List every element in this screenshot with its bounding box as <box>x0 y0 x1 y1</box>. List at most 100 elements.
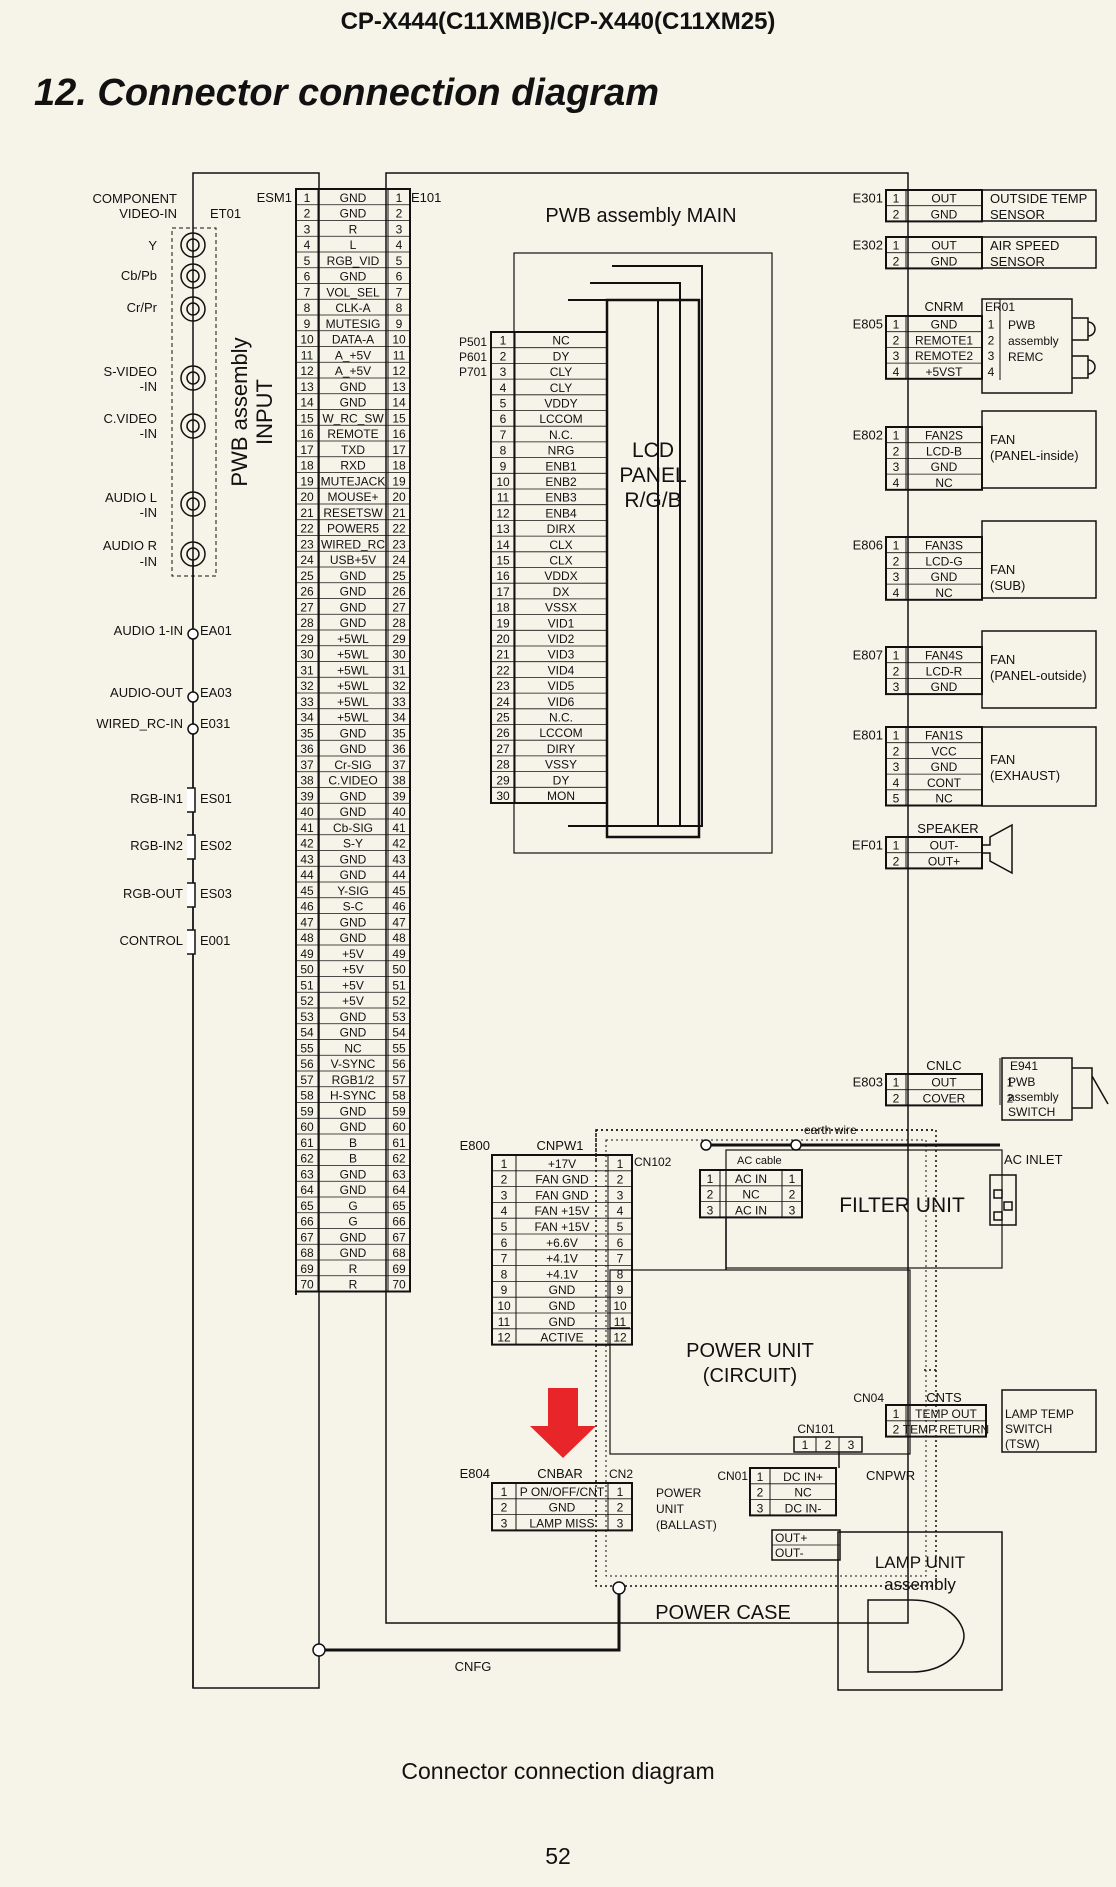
pin-name: A_+5V <box>335 364 371 378</box>
connector-ref: E301 <box>853 191 883 206</box>
pin-number: 54 <box>392 1026 406 1040</box>
pin-name: GND <box>549 1315 576 1329</box>
jack-label: Cb/Pb <box>121 268 157 283</box>
peripheral-label: SENSOR <box>990 254 1045 269</box>
pin-number: 63 <box>392 1167 406 1181</box>
pin-number: 33 <box>300 695 314 709</box>
pin-number: 67 <box>392 1230 406 1244</box>
pin-number: 1 <box>617 1157 624 1171</box>
pin-name: +6.6V <box>546 1236 578 1250</box>
pin-number: 5 <box>304 254 311 268</box>
connector-name: CNPW1 <box>537 1138 584 1153</box>
pin-name: AC IN <box>735 1172 767 1186</box>
ac-connector <box>699 1169 803 1219</box>
pin-number: 1 <box>707 1172 714 1186</box>
peripheral-box <box>981 410 1097 489</box>
switch-icon <box>1072 1067 1109 1109</box>
pin-name: V-SYNC <box>331 1057 376 1071</box>
pin-number: 65 <box>392 1199 406 1213</box>
pin-number: 8 <box>617 1267 624 1281</box>
pin-name: N.C. <box>549 711 573 725</box>
connector-ref: EA01 <box>200 623 232 638</box>
pin-number: 58 <box>300 1089 314 1103</box>
pin-number: 8 <box>304 301 311 315</box>
pin-name: Cr-SIG <box>334 758 371 772</box>
pin-name: GND <box>340 852 367 866</box>
pin-number: 9 <box>304 317 311 331</box>
speaker-icon <box>981 823 1013 875</box>
pin-name: +5V <box>342 963 364 977</box>
switch-board <box>1001 1057 1073 1121</box>
pin-name: FAN2S <box>925 429 963 443</box>
pin-name: VID4 <box>548 663 575 677</box>
pin-number: 31 <box>300 663 314 677</box>
pin-number: 2 <box>825 1438 832 1452</box>
pin-number: 38 <box>300 774 314 788</box>
pin-name: DY <box>553 349 570 363</box>
pin-number: 1 <box>893 239 900 253</box>
jack-icon <box>180 491 206 517</box>
connector-ref: E804 <box>460 1466 490 1481</box>
pin-number: 2 <box>893 444 900 458</box>
pin-number: 10 <box>497 1299 511 1313</box>
pin-number: 3 <box>617 1516 624 1530</box>
pin-name: MUTESIG <box>326 317 381 331</box>
pin-number: 68 <box>392 1246 406 1260</box>
peripheral-box <box>981 520 1097 599</box>
pin-name: +5V <box>342 978 364 992</box>
earth-point <box>790 1139 802 1151</box>
pin-number: 1 <box>893 539 900 553</box>
pin-name: A_+5V <box>335 348 371 362</box>
pin-name: GND <box>340 915 367 929</box>
pin-name: REMOTE2 <box>915 349 973 363</box>
jack-group-dashed <box>171 227 217 577</box>
pin-number: 2 <box>893 254 900 268</box>
pin-number: 3 <box>893 570 900 584</box>
pin-name: GND <box>340 207 367 221</box>
pin-number: 13 <box>496 522 510 536</box>
pin-number: 64 <box>392 1183 406 1197</box>
pin-name: USB+5V <box>330 553 376 567</box>
pin-number: 53 <box>300 1010 314 1024</box>
power-unit-label: (CIRCUIT) <box>703 1365 797 1387</box>
pin-number: 44 <box>300 868 314 882</box>
pin-number: 27 <box>392 600 406 614</box>
pin-number: 2 <box>1007 1091 1014 1105</box>
pin-number: 39 <box>300 789 314 803</box>
lcd-area-frame <box>513 252 773 854</box>
jack-label: C.VIDEO <box>104 411 157 426</box>
pin-number: 12 <box>613 1331 627 1345</box>
pin-name: VCC <box>931 744 957 758</box>
pin-number: 39 <box>392 789 406 803</box>
peripheral-label: SWITCH <box>1005 1422 1052 1436</box>
jack-icon <box>180 232 206 258</box>
pin-number: 1 <box>501 1157 508 1171</box>
peripheral-label: (BALLAST) <box>656 1518 717 1532</box>
ac-inlet-label: AC INLET <box>1004 1152 1063 1167</box>
pin-name: GND <box>931 570 958 584</box>
pin-name: FAN1S <box>925 729 963 743</box>
jack-label: Cr/Pr <box>127 300 158 315</box>
page-title: 12. Connector connection diagram <box>34 72 659 114</box>
pin-number: 30 <box>392 648 406 662</box>
pin-name: VID2 <box>548 632 575 646</box>
pin-name: NC <box>794 1486 812 1500</box>
pin-number: 4 <box>893 776 900 790</box>
lamp-unit-label: LAMP UNIT <box>875 1553 965 1572</box>
pin-number: 4 <box>501 1204 508 1218</box>
pin-name: GND <box>340 270 367 284</box>
pin-number: 1 <box>893 192 900 206</box>
pin-number: 49 <box>300 947 314 961</box>
pin-name: +5VST <box>925 365 963 379</box>
pin-number: 60 <box>300 1120 314 1134</box>
page-number: 52 <box>545 1843 571 1869</box>
pin-name: NC <box>344 1041 362 1055</box>
plug-icon <box>187 628 199 640</box>
main-board-label: PWB assembly MAIN <box>545 205 736 227</box>
connector-label: AUDIO 1-IN <box>114 623 183 638</box>
peripheral-label: (PANEL-outside) <box>990 668 1087 683</box>
pin-number: 41 <box>392 821 406 835</box>
pin-name: GND <box>340 585 367 599</box>
pin-number: 19 <box>496 616 510 630</box>
dotted-wire <box>595 1129 936 1371</box>
